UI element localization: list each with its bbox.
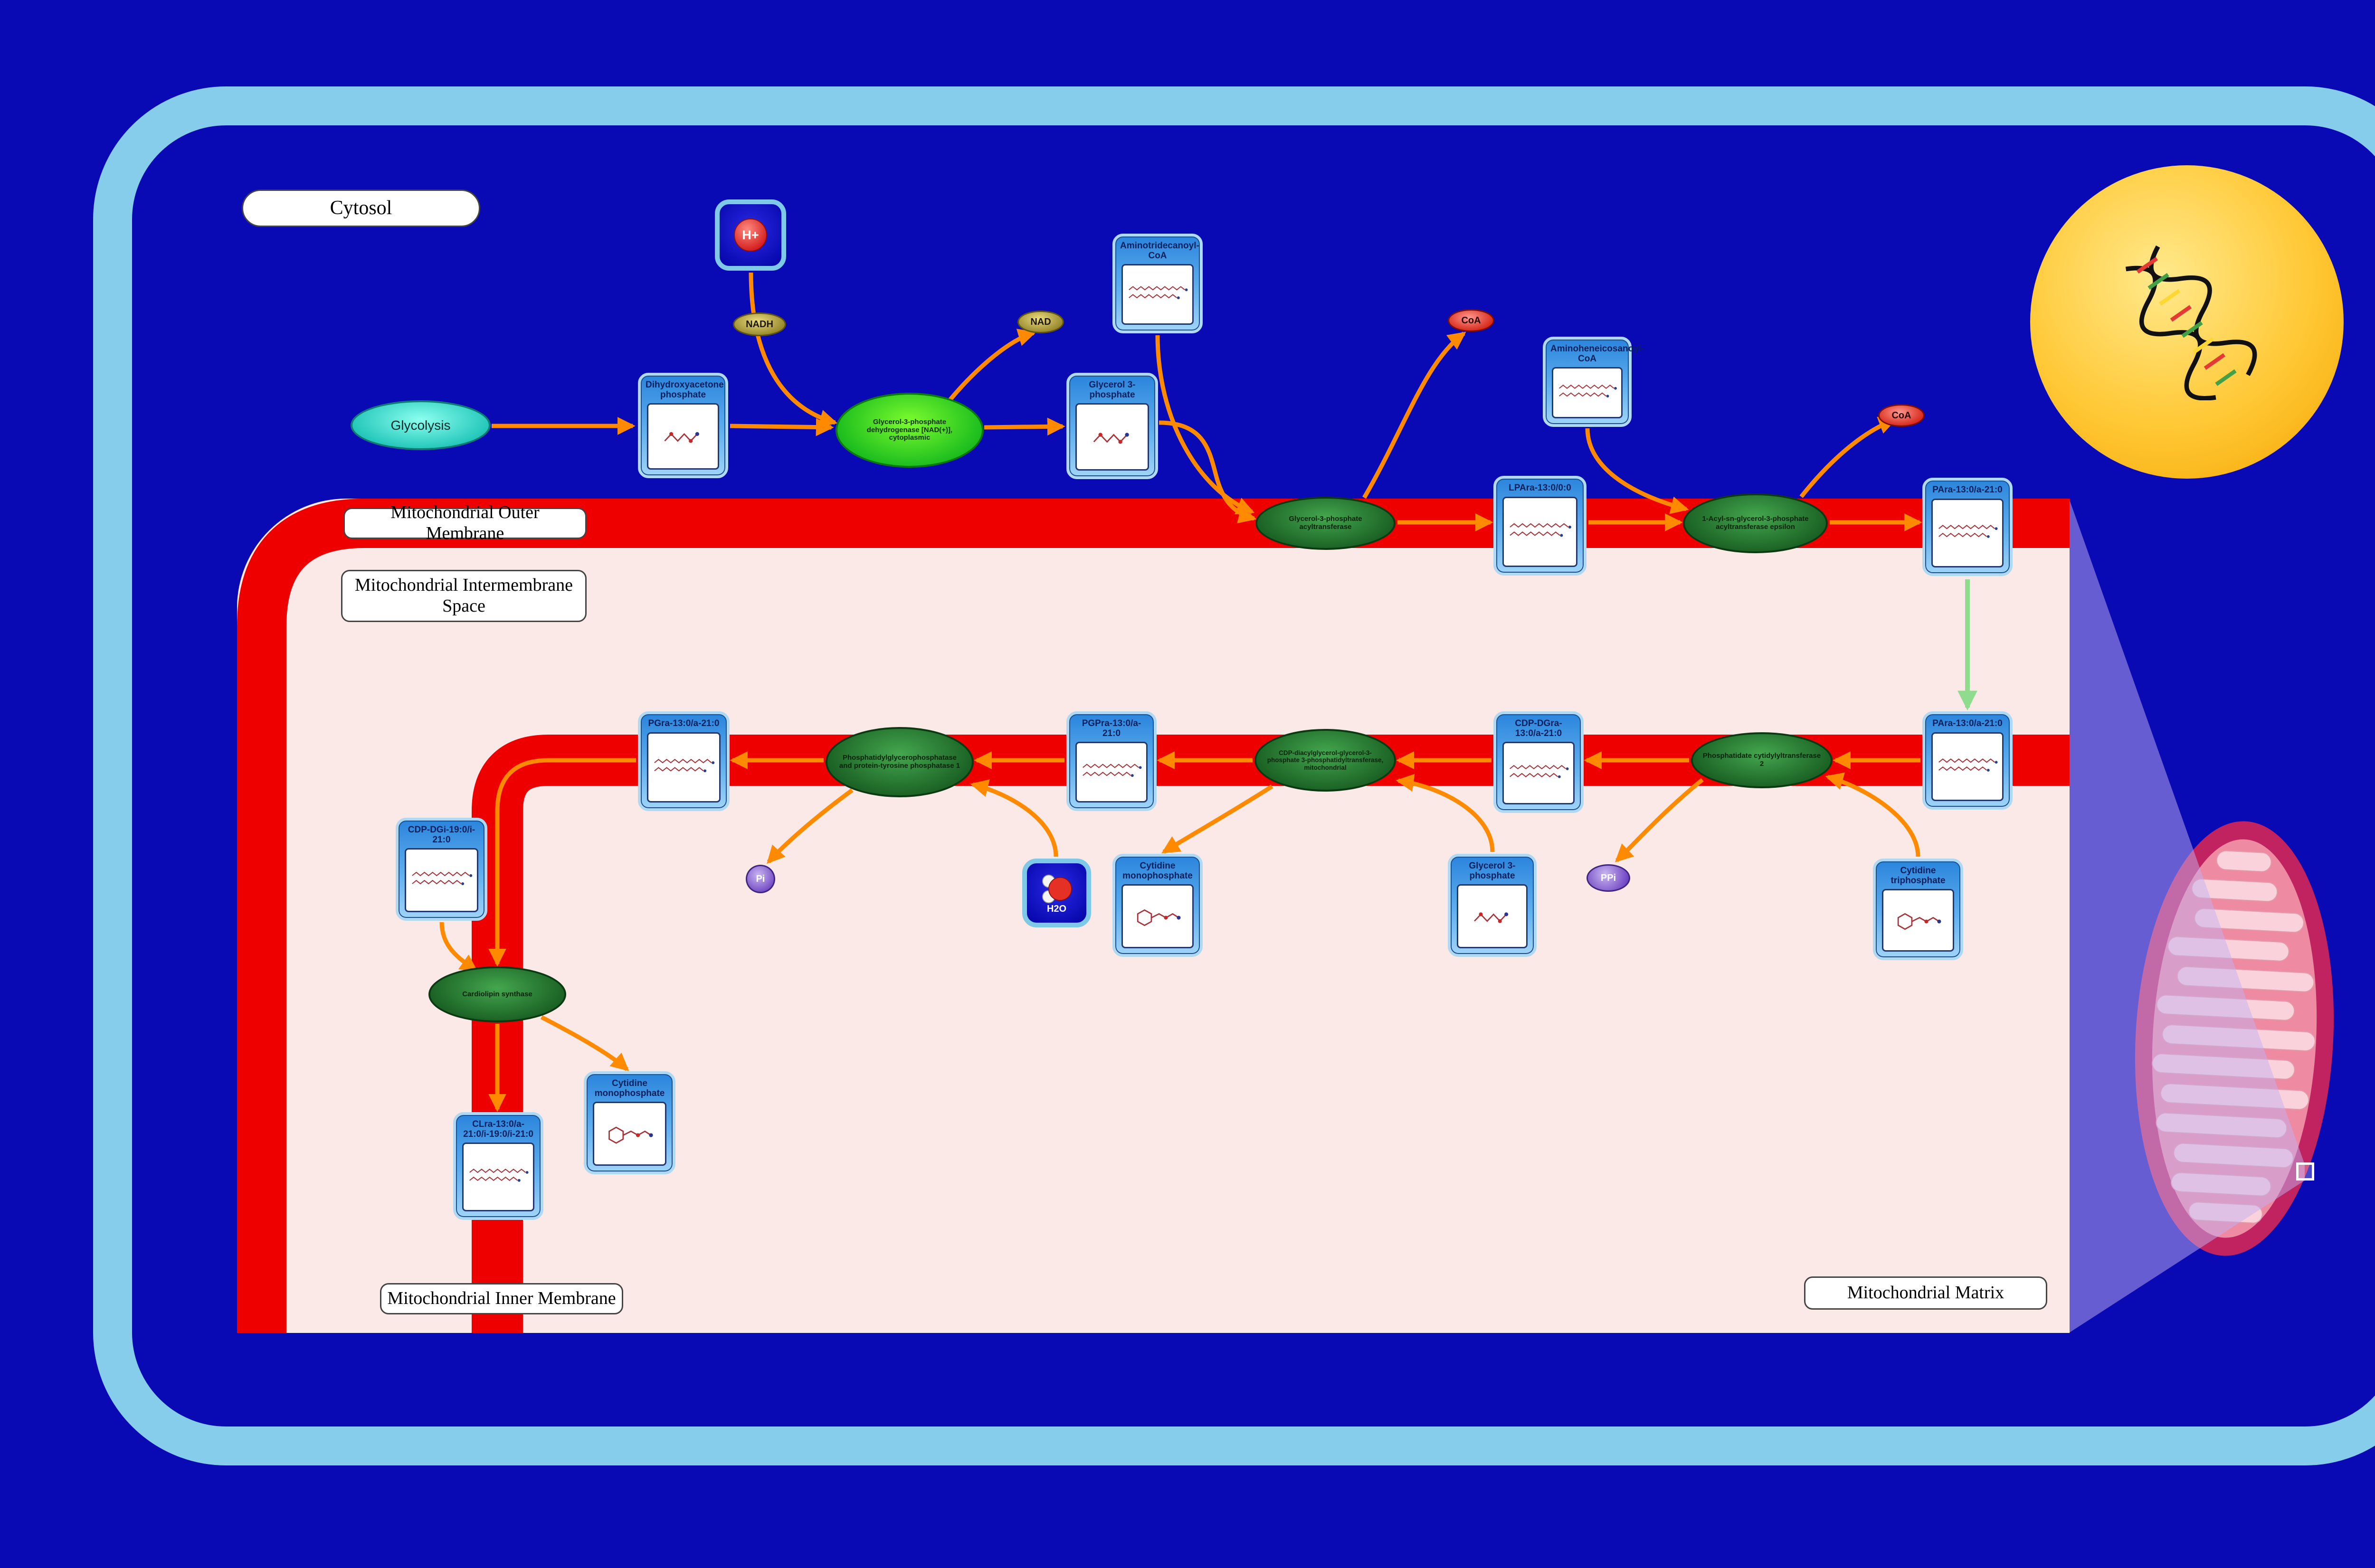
metabolite-cmp-2[interactable]: Cytidine monophosphate bbox=[584, 1071, 675, 1174]
enzyme-cardiolipin-synthase[interactable]: Cardiolipin synthase bbox=[428, 966, 566, 1022]
chemical-structure bbox=[1121, 884, 1194, 948]
metabolite-pg[interactable]: PGra-13:0/a-21:0 bbox=[638, 711, 730, 811]
cofactor-label: PPi bbox=[1600, 872, 1616, 883]
chemical-structure bbox=[1931, 498, 2004, 567]
chemical-structure bbox=[1075, 742, 1148, 803]
chemical-structure bbox=[1502, 742, 1575, 804]
cofactor-label: CoA bbox=[1891, 410, 1911, 421]
enzyme-cds2[interactable]: Phosphatidate cytidylyltransferase 2 bbox=[1691, 732, 1833, 788]
enzyme-label: Phosphatidate cytidylyltransferase 2 bbox=[1702, 752, 1821, 768]
metabolite-pa-inner[interactable]: PAra-13:0/a-21:0 bbox=[1922, 711, 2013, 810]
enzyme-label: Phosphatidylglycerophosphatase and prote… bbox=[839, 754, 960, 770]
metabolite-g3p-matrix[interactable]: Glycerol 3-phosphate bbox=[1448, 854, 1537, 957]
metabolite-label: PAra-13:0/a-21:0 bbox=[1932, 718, 2003, 728]
cofactor-label: Pi bbox=[756, 873, 765, 884]
chemical-structure bbox=[593, 1102, 666, 1166]
region-label: Mitochondrial Matrix bbox=[1847, 1283, 2004, 1303]
chemical-structure bbox=[462, 1143, 534, 1211]
cofactor-label: CoA bbox=[1461, 315, 1481, 326]
mitochondrion-illustration bbox=[2127, 810, 2342, 1267]
chemical-structure bbox=[1882, 889, 1954, 952]
chemical-structure bbox=[1121, 264, 1194, 325]
enzyme-gpd1[interactable]: Glycerol-3-phosphate dehydrogenase [NAD(… bbox=[836, 393, 984, 468]
metabolite-aminoheneicosanoyl-coa[interactable]: Aminoheneicosanoyl-CoA bbox=[1543, 337, 1644, 427]
metabolite-pa-outer[interactable]: PAra-13:0/a-21:0 bbox=[1922, 478, 2013, 576]
metabolite-ctp[interactable]: Cytidine triphosphate bbox=[1873, 859, 1963, 960]
cofactor-label: H+ bbox=[742, 227, 759, 242]
metabolite-label: PGra-13:0/a-21:0 bbox=[648, 718, 720, 728]
chemical-structure bbox=[1075, 403, 1149, 471]
chemical-structure bbox=[647, 732, 721, 803]
metabolite-label: CLra-13:0/a-21:0/i-19:0/i-21:0 bbox=[463, 1119, 533, 1139]
cofactor-coa-1[interactable]: CoA bbox=[1448, 309, 1494, 332]
cofactor-ppi[interactable]: PPi bbox=[1586, 864, 1630, 892]
cofactor-water[interactable]: H2O bbox=[1022, 859, 1091, 927]
cofactor-nad[interactable]: NAD bbox=[1017, 311, 1064, 333]
metabolite-cdp-dg[interactable]: CDP-DGra-13:0/a-21:0 bbox=[1493, 711, 1584, 813]
pathway-node-glycolysis[interactable]: Glycolysis bbox=[351, 400, 491, 450]
enzyme-label: Glycerol-3-phosphate acyltransferase bbox=[1289, 515, 1362, 531]
enzyme-pgs1[interactable]: CDP-diacylglycerol-glycerol-3-phosphate … bbox=[1254, 729, 1396, 792]
enzyme-label: 1-Acyl-sn-glycerol-3-phosphate acyltrans… bbox=[1702, 515, 1809, 531]
chemical-structure bbox=[1502, 496, 1577, 567]
metabolite-g3p[interactable]: Glycerol 3-phosphate bbox=[1066, 373, 1158, 479]
metabolite-label: CDP-DGra-13:0/a-21:0 bbox=[1515, 718, 1562, 738]
cofactor-pi[interactable]: Pi bbox=[746, 865, 775, 893]
nucleus bbox=[2030, 165, 2344, 479]
cofactor-label: H2O bbox=[1046, 904, 1067, 914]
region-label: Mitochondrial Inner Membrane bbox=[387, 1288, 616, 1309]
metabolite-lpa[interactable]: LPAra-13:0/0:0 bbox=[1493, 476, 1586, 576]
cofactor-nadh[interactable]: NADH bbox=[733, 312, 786, 336]
chemical-structure bbox=[1457, 884, 1528, 948]
enzyme-agpat[interactable]: 1-Acyl-sn-glycerol-3-phosphate acyltrans… bbox=[1683, 493, 1828, 553]
label-intermembrane-space: Mitochondrial Intermembrane Space bbox=[341, 570, 587, 622]
metabolite-label: Cytidine monophosphate bbox=[1122, 861, 1193, 881]
label-outer-membrane: Mitochondrial Outer Membrane bbox=[343, 502, 587, 543]
metabolite-label: Glycerol 3-phosphate bbox=[1469, 861, 1516, 881]
metabolite-aminotridecanoyl-coa[interactable]: Aminotridecanoyl-CoA bbox=[1112, 234, 1203, 333]
metabolite-label: Aminotridecanoyl-CoA bbox=[1120, 241, 1199, 261]
proton-icon: H+ bbox=[734, 218, 767, 252]
enzyme-label: CDP-diacylglycerol-glycerol-3-phosphate … bbox=[1267, 749, 1384, 771]
dna-icon bbox=[2125, 245, 2257, 400]
cofactor-label: NAD bbox=[1030, 316, 1051, 327]
cell-membrane bbox=[93, 86, 2375, 1465]
cofactor-proton[interactable]: H+ bbox=[715, 199, 786, 271]
label-inner-membrane: Mitochondrial Inner Membrane bbox=[380, 1283, 623, 1314]
metabolite-label: PGPra-13:0/a-21:0 bbox=[1082, 718, 1141, 738]
water-molecule-icon bbox=[1042, 874, 1072, 904]
metabolite-cmp-1[interactable]: Cytidine monophosphate bbox=[1112, 854, 1203, 957]
cofactor-coa-2[interactable]: CoA bbox=[1878, 404, 1925, 427]
region-label: Mitochondrial Intermembrane Space bbox=[354, 575, 573, 616]
region-label: Mitochondrial Outer Membrane bbox=[390, 502, 540, 543]
chemical-structure bbox=[405, 848, 478, 912]
metabolite-label: CDP-DGi-19:0/i-21:0 bbox=[408, 825, 475, 845]
metabolite-label: LPAra-13:0/0:0 bbox=[1509, 483, 1571, 493]
chemical-structure bbox=[1552, 367, 1623, 418]
enzyme-gpat[interactable]: Glycerol-3-phosphate acyltransferase bbox=[1255, 497, 1396, 550]
metabolite-dhap[interactable]: Dihydroxyacetone phosphate bbox=[638, 373, 728, 478]
label-cytosol: Cytosol bbox=[242, 189, 480, 227]
metabolite-cdp-dg-2[interactable]: CDP-DGi-19:0/i-21:0 bbox=[396, 818, 487, 921]
metabolite-label: PAra-13:0/a-21:0 bbox=[1932, 485, 2003, 495]
metabolite-label: Glycerol 3-phosphate bbox=[1089, 380, 1136, 400]
enzyme-label: Cardiolipin synthase bbox=[462, 990, 532, 998]
metabolite-label: Cytidine triphosphate bbox=[1890, 866, 1946, 886]
region-label: Cytosol bbox=[330, 197, 392, 219]
enzyme-ptpmt1[interactable]: Phosphatidylglycerophosphatase and prote… bbox=[826, 727, 974, 797]
chemical-structure bbox=[647, 403, 719, 470]
enzyme-label: Glycerol-3-phosphate dehydrogenase [NAD(… bbox=[866, 417, 953, 442]
metabolite-cardiolipin[interactable]: CLra-13:0/a-21:0/i-19:0/i-21:0 bbox=[453, 1112, 543, 1220]
label-matrix: Mitochondrial Matrix bbox=[1804, 1276, 2047, 1310]
chemical-structure bbox=[1931, 732, 2004, 801]
metabolite-pgp[interactable]: PGPra-13:0/a-21:0 bbox=[1066, 711, 1157, 811]
metabolite-label: Aminoheneicosanoyl-CoA bbox=[1550, 344, 1644, 364]
cofactor-label: NADH bbox=[746, 319, 773, 330]
metabolite-label: Cytidine monophosphate bbox=[594, 1078, 665, 1098]
zoom-target-marker bbox=[2296, 1162, 2314, 1181]
metabolite-label: Dihydroxyacetone phosphate bbox=[646, 380, 724, 400]
pathway-label: Glycolysis bbox=[390, 417, 451, 433]
